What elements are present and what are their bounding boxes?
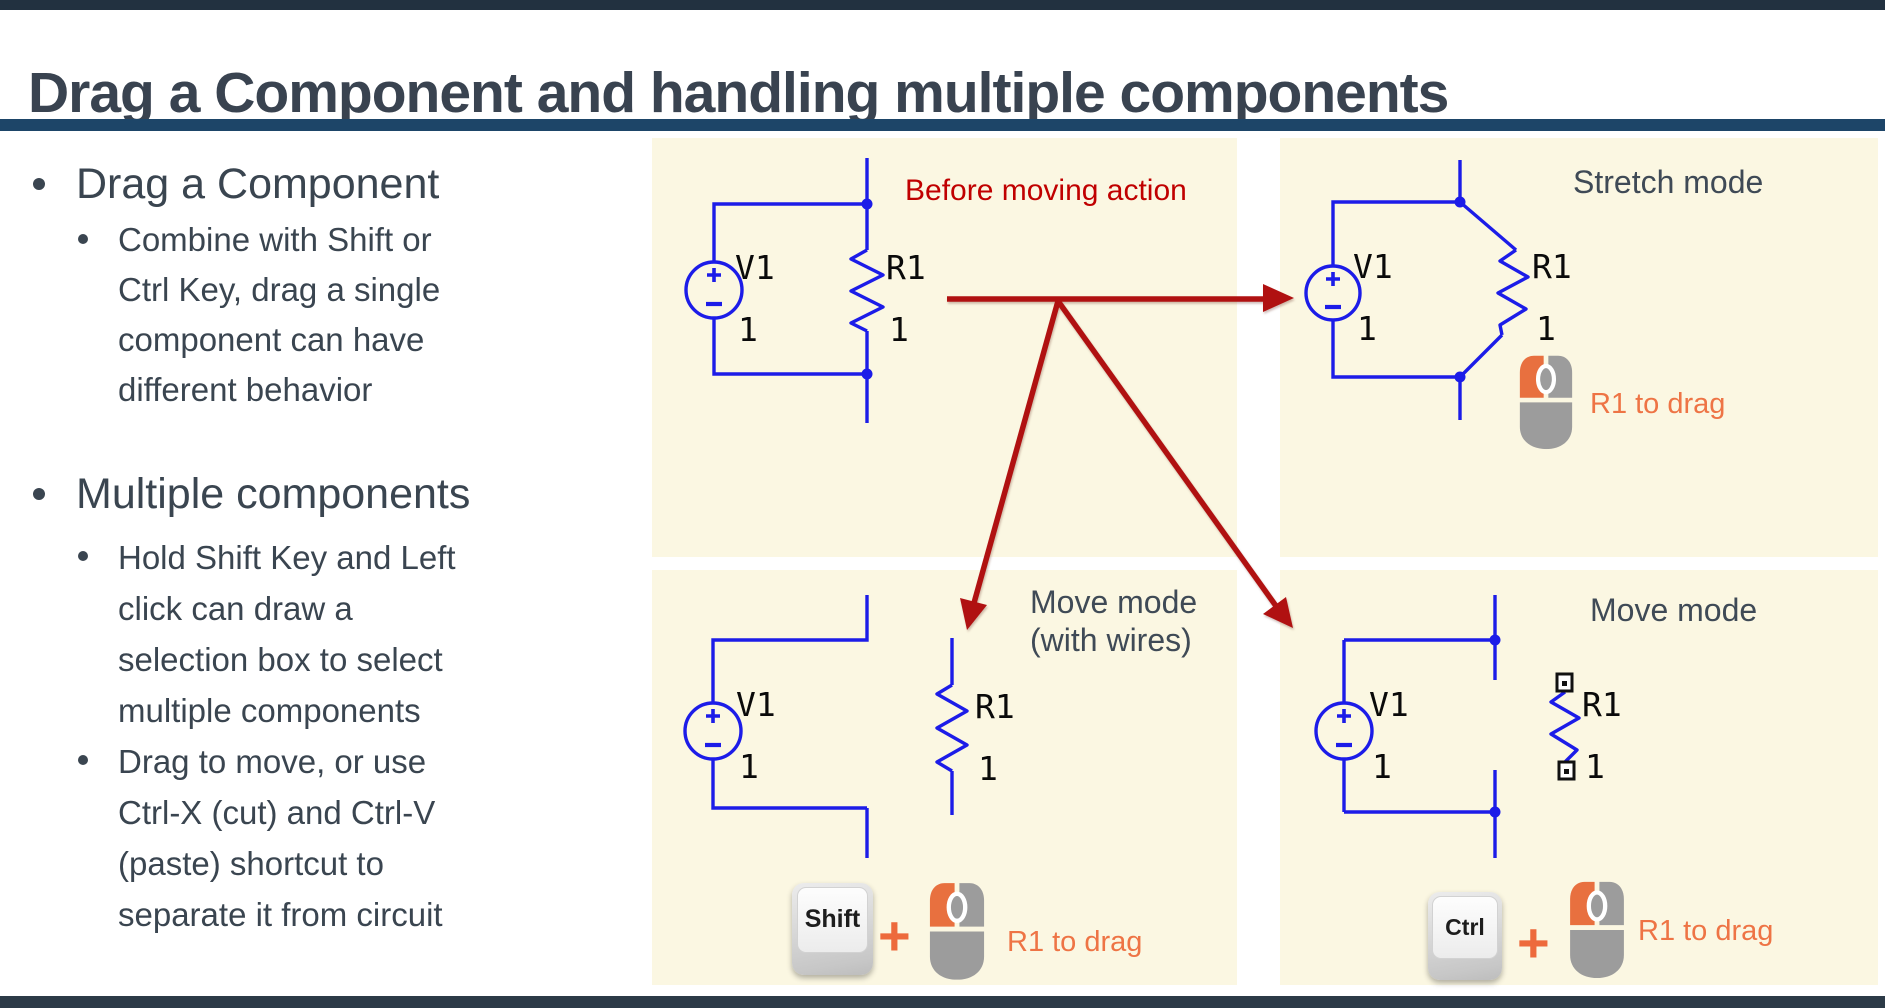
plus-icon: +: [1517, 911, 1550, 974]
sub-bullet-cut-paste: Drag to move, or use Ctrl-X (cut) and Ct…: [76, 736, 596, 940]
voltage-source: [683, 701, 743, 761]
source-ref-label: V1: [736, 685, 776, 724]
bullet-group: Combine with Shift or Ctrl Key, drag a s…: [76, 215, 596, 415]
slide-bottom-bar: [0, 996, 1885, 1008]
text-line: Combine with Shift or: [118, 221, 432, 258]
drag-hint: R1 to drag: [1007, 926, 1143, 958]
plus-terminal-icon: [1337, 709, 1351, 723]
resistor-value-label: 1: [889, 310, 909, 349]
plus-icon: +: [878, 904, 911, 967]
selection-handle: [1557, 760, 1576, 781]
text-line: (paste) shortcut to: [118, 845, 384, 882]
text-line: multiple components: [118, 692, 421, 729]
resistor-ref-label: R1: [1532, 247, 1572, 286]
panel-stretch-mode: V1 1 R1 1 Stretch mode R1 to drag: [1280, 138, 1878, 557]
key-label: Shift: [796, 886, 869, 953]
page-title: Drag a Component and handling multiple c…: [28, 61, 1449, 126]
junction-dot: [861, 198, 873, 210]
resistor-ref-label: R1: [886, 248, 926, 287]
source-value-label: 1: [1372, 747, 1392, 786]
text-line: Ctrl-X (cut) and Ctrl-V: [118, 794, 436, 831]
wire: [711, 595, 869, 858]
resistor-ref-label: R1: [975, 687, 1015, 726]
wire: [1342, 595, 1497, 858]
resistor: [935, 638, 969, 815]
junction-dot: [861, 368, 873, 380]
voltage-source: [1314, 701, 1374, 761]
bullet-group: Hold Shift Key and Left click can draw a…: [76, 532, 596, 940]
resistor: [849, 248, 885, 333]
drag-hint: R1 to drag: [1638, 915, 1774, 947]
panel-move-mode-with-wires: V1 1 R1 1 Move mode (with wires) Shift +…: [652, 570, 1237, 985]
schematic-move: V1 1 R1 1: [1314, 595, 1622, 858]
caption-move-mode: Move mode: [1030, 584, 1198, 620]
slide-top-bar: [0, 0, 1885, 10]
text-line: component can have: [118, 321, 425, 358]
caption-stretch-mode: Stretch mode: [1573, 164, 1764, 200]
source-value-label: 1: [738, 310, 758, 349]
text-line: different behavior: [118, 371, 373, 408]
voltage-source: [684, 260, 744, 320]
mouse-left-drag-icon: [928, 880, 986, 981]
caption-move-mode: Move mode: [1590, 592, 1758, 628]
schematic-move-wires: V1 1 R1 1: [683, 595, 1015, 858]
source-ref-label: V1: [1353, 247, 1393, 286]
resistor-ref-label: R1: [1582, 685, 1622, 724]
text-line: Ctrl Key, drag a single: [118, 271, 441, 308]
source-value-label: 1: [1357, 309, 1377, 348]
bullet-label: Drag a Component: [76, 160, 440, 208]
sub-bullet-combine-keys: Combine with Shift or Ctrl Key, drag a s…: [76, 215, 596, 415]
plus-terminal-icon: [1326, 272, 1340, 286]
text-line: click can draw a: [118, 590, 353, 627]
title-underline: [0, 119, 1885, 131]
voltage-source: [1304, 264, 1362, 322]
source-ref-label: V1: [1369, 685, 1409, 724]
panel-move-mode: V1 1 R1 1 Move mode Ctrl + R1 to drag: [1280, 570, 1878, 985]
text-line: selection box to select: [118, 641, 443, 678]
schematic-before: V1 1 R1 1: [684, 158, 926, 423]
resistor-value-label: 1: [1536, 309, 1556, 348]
shift-keycap-icon: Shift: [792, 883, 873, 975]
schematic-stretch: V1 1 R1 1: [1304, 160, 1572, 420]
resistor-value-label: 1: [978, 749, 998, 788]
caption-before-moving: Before moving action: [905, 174, 1187, 207]
panel-before-moving: V1 1 R1 1 Before moving action: [652, 138, 1237, 557]
junction-dot: [1489, 806, 1501, 818]
mouse-left-drag-icon: [1567, 880, 1627, 978]
resistor-value-label: 1: [1585, 747, 1605, 786]
plus-terminal-icon: [706, 709, 720, 723]
wire: [1331, 160, 1518, 420]
bullet-drag-a-component: Drag a Component: [30, 158, 439, 210]
bullet-label: Multiple components: [76, 470, 471, 518]
text-line: Drag to move, or use: [118, 743, 427, 780]
source-value-label: 1: [739, 747, 759, 786]
junction-dot: [1454, 196, 1466, 208]
ctrl-keycap-icon: Ctrl: [1428, 892, 1502, 980]
junction-dot: [1454, 371, 1466, 383]
wire: [712, 158, 869, 423]
text-line: separate it from circuit: [118, 896, 443, 933]
junction-dot: [1489, 634, 1501, 646]
sub-bullet-selection-box: Hold Shift Key and Left click can draw a…: [76, 532, 596, 736]
plus-terminal-icon: [707, 268, 721, 282]
resistor: [1496, 248, 1530, 336]
text-line: Hold Shift Key and Left: [118, 539, 456, 576]
key-label: Ctrl: [1432, 895, 1498, 959]
source-ref-label: V1: [735, 248, 775, 287]
drag-hint: R1 to drag: [1590, 388, 1726, 420]
caption-with-wires: (with wires): [1030, 622, 1192, 658]
mouse-left-drag-icon: [1518, 352, 1574, 451]
selection-handle: [1555, 672, 1574, 693]
bullet-multiple-components: Multiple components: [30, 468, 470, 520]
resistor-selected: [1549, 690, 1581, 764]
